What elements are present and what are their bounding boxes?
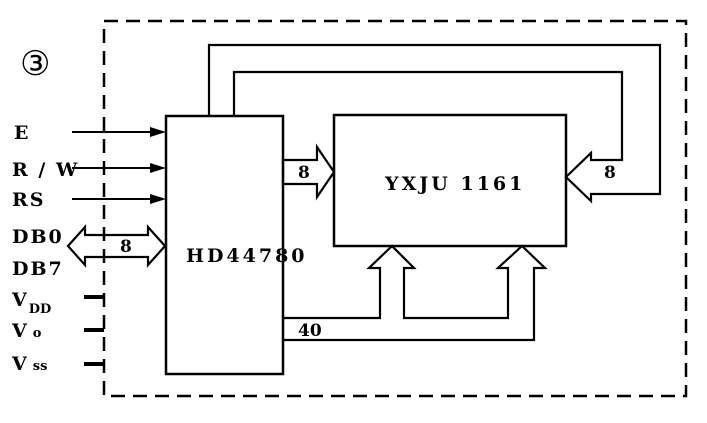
signal-db0-label: DB0 <box>12 226 64 248</box>
feedback-bus <box>207 43 662 204</box>
yxju1161-label: YXJU 1161 <box>384 173 525 195</box>
signal-rw-label: R / W <box>12 159 79 181</box>
signal-db7-label: DB7 <box>12 258 64 280</box>
common-lines-width: 40 <box>298 321 322 341</box>
module-boundary <box>102 19 688 398</box>
data-bus-arrow <box>66 224 167 268</box>
hd44780-label: HD44780 <box>186 245 308 267</box>
hd-to-driver-bus-arrow <box>281 143 336 201</box>
power-pin-ticks <box>84 295 104 366</box>
hd-to-driver-width: 8 <box>298 163 310 183</box>
figure-marker: ③ <box>20 44 50 84</box>
yxju1161-block <box>332 113 568 248</box>
common-lines-bus <box>283 244 548 342</box>
signal-e-label: E <box>14 122 30 144</box>
feedback-width: 8 <box>604 163 616 183</box>
signal-rw-arrow <box>72 163 166 173</box>
hd44780-block <box>164 114 285 376</box>
signal-rs-arrow <box>72 194 166 204</box>
data-bus-width: 8 <box>120 237 132 257</box>
vdd-label: VDD <box>11 289 51 317</box>
signal-rs-label: RS <box>12 189 46 211</box>
signal-e-arrow <box>72 127 166 137</box>
